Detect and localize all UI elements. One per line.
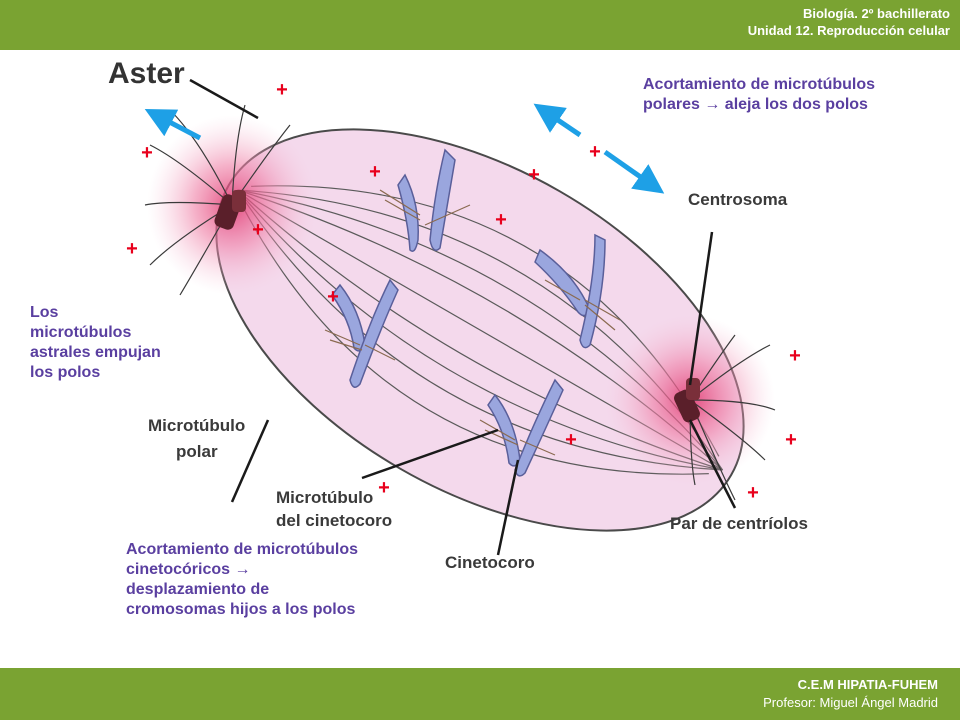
callout-cinetocoricos-line2: cinetocóricos → bbox=[126, 561, 251, 578]
chromosome-4 bbox=[487, 378, 564, 477]
plus-end-4: + bbox=[589, 141, 601, 163]
plus-end-5: + bbox=[528, 164, 540, 186]
plus-end-12: + bbox=[785, 429, 797, 451]
callout-astrales: Los microtúbulos astrales empujan los po… bbox=[30, 303, 161, 383]
unit-title: Unidad 12. Reproducción celular bbox=[747, 23, 950, 38]
teacher-name: Profesor: Miguel Ángel Madrid bbox=[763, 695, 938, 710]
header-text: Biología. 2º bachillerato Unidad 12. Rep… bbox=[748, 5, 950, 39]
callout-cinetocoricos-line4: cromosomas hijos a los polos bbox=[126, 601, 356, 618]
microtubulo-cinetocoro-label-2: del cinetocoro bbox=[276, 511, 393, 530]
callout-astrales-line3: astrales empujan bbox=[30, 344, 161, 361]
callout-polares-line2: polares → aleja los dos polos bbox=[643, 96, 868, 113]
header-bar: Biología. 2º bachillerato Unidad 12. Rep… bbox=[0, 0, 960, 50]
plus-end-13: + bbox=[378, 477, 390, 499]
plus-end-6: + bbox=[495, 209, 507, 231]
callout-astrales-line2: microtúbulos bbox=[30, 324, 132, 341]
par-centriolos-label: Par de centríolos bbox=[670, 514, 808, 533]
school-name: C.E.M HIPATIA-FUHEM bbox=[797, 677, 938, 692]
callout-astrales-line4: los polos bbox=[30, 364, 101, 381]
callout-astrales-line1: Los bbox=[30, 304, 59, 321]
left-centriole-pair bbox=[214, 190, 246, 230]
cinetocoro-label: Cinetocoro bbox=[445, 553, 535, 572]
callout-cinetocoricos: Acortamiento de microtúbulos cinetocóric… bbox=[126, 540, 358, 620]
centrosoma-label: Centrosoma bbox=[688, 190, 788, 209]
plus-end-2: + bbox=[141, 142, 153, 164]
plus-end-9: + bbox=[327, 286, 339, 308]
plus-end-11: + bbox=[565, 429, 577, 451]
microtubulo-polar-label-1: Microtúbulo bbox=[148, 416, 246, 435]
callout-polares: Acortamiento de microtúbulos polares → a… bbox=[643, 75, 875, 115]
pole-arrows bbox=[144, 103, 665, 194]
pointer-lines bbox=[189, 78, 737, 556]
footer-text: C.E.M HIPATIA-FUHEM Profesor: Miguel Áng… bbox=[763, 676, 938, 712]
arrow-down-right bbox=[603, 149, 665, 194]
arrow-up-left bbox=[533, 103, 582, 138]
plus-end-7: + bbox=[252, 219, 264, 241]
plus-end-10: + bbox=[789, 345, 801, 367]
plus-end-3: + bbox=[369, 161, 381, 183]
arrow-left-outward bbox=[144, 109, 202, 141]
course-title: Biología. 2º bachillerato bbox=[802, 6, 950, 21]
kinetochore-fibers bbox=[324, 189, 621, 456]
footer-bar: C.E.M HIPATIA-FUHEM Profesor: Miguel Áng… bbox=[0, 668, 960, 720]
microtubulo-polar-label-2: polar bbox=[176, 442, 218, 461]
callout-cinetocoricos-line3: desplazamiento de bbox=[126, 581, 270, 598]
microtubulo-cinetocoro-label-1: Microtúbulo bbox=[276, 488, 374, 507]
plus-end-8: + bbox=[126, 238, 138, 260]
plus-end-1: + bbox=[276, 79, 288, 101]
callout-cinetocoricos-line1: Acortamiento de microtúbulos bbox=[126, 541, 359, 558]
chromosome-3 bbox=[331, 278, 399, 388]
callout-polares-line1: Acortamiento de microtúbulos bbox=[643, 76, 876, 93]
plus-end-14: + bbox=[747, 482, 759, 504]
chromosome-2 bbox=[534, 233, 606, 349]
aster-label: Aster bbox=[108, 57, 185, 90]
